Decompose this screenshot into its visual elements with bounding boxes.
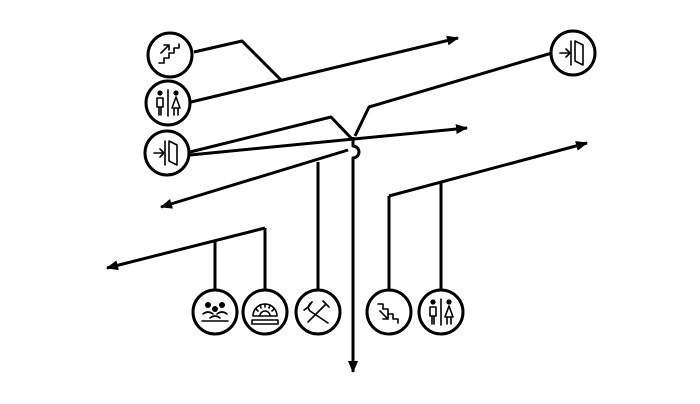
stairs-down-icon xyxy=(365,288,413,336)
route-upper xyxy=(190,35,459,104)
door-exit-icon xyxy=(549,29,597,77)
route-vertical-down xyxy=(348,137,361,373)
stairs-up-icon xyxy=(146,31,194,79)
route-middle-right xyxy=(189,124,468,157)
door-exit-icon xyxy=(143,129,191,177)
route-door-left xyxy=(189,115,354,154)
route-door-right xyxy=(353,51,553,137)
restroom-icon xyxy=(144,79,192,127)
drafting-tools-icon xyxy=(241,288,289,336)
route-stairs-up-connector xyxy=(193,39,283,82)
route-lines xyxy=(106,35,588,373)
route-lower-left xyxy=(106,226,266,271)
restroom-icon xyxy=(417,288,465,336)
meeting-room-icon xyxy=(191,288,239,336)
route-lower-right xyxy=(388,141,588,198)
workshop-tools-icon xyxy=(294,288,342,336)
route-lower-left-upper xyxy=(160,148,349,209)
